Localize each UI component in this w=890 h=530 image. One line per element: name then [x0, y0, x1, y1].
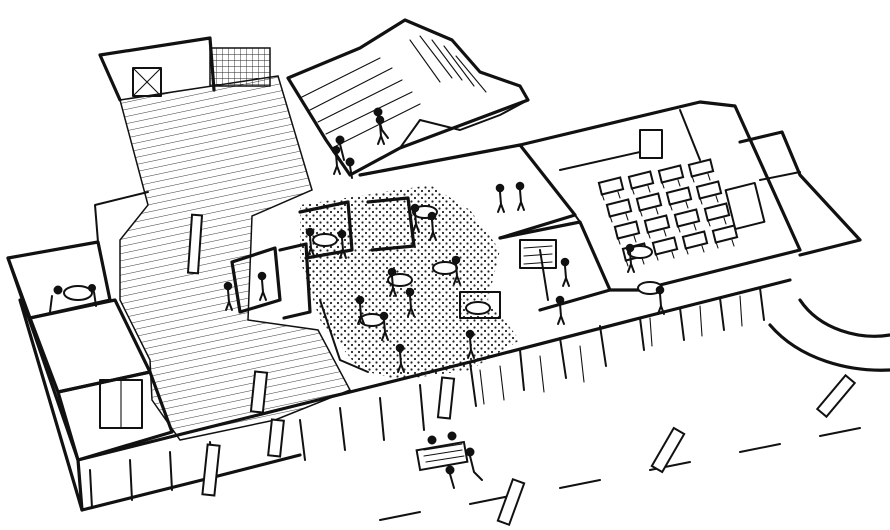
person-body — [497, 191, 505, 213]
desk-legs — [601, 191, 621, 201]
person-body — [657, 293, 665, 315]
classroom-desk — [605, 198, 633, 218]
desk-legs — [639, 207, 659, 217]
desk-legs — [669, 201, 689, 211]
desk-legs — [691, 173, 711, 183]
person-body — [429, 219, 437, 241]
right-wing — [738, 130, 890, 372]
classroom-desk — [711, 224, 739, 244]
person-body — [389, 275, 397, 297]
classroom-desk — [673, 208, 701, 228]
person-head — [555, 295, 565, 305]
person-head — [305, 227, 315, 237]
person-head — [331, 145, 341, 155]
person-body — [453, 263, 461, 285]
person-body — [339, 237, 347, 259]
desk-legs — [685, 245, 705, 255]
person-head — [495, 183, 505, 193]
person-body — [397, 351, 405, 373]
person-body — [627, 251, 635, 273]
person-body — [333, 153, 341, 175]
person-head — [625, 243, 635, 253]
person-head — [405, 287, 415, 297]
classroom-desk — [681, 230, 709, 250]
person-head — [223, 281, 233, 291]
person-body — [562, 265, 570, 287]
classroom-desk — [665, 186, 693, 206]
classroom-desk — [703, 202, 731, 222]
person-head — [451, 255, 461, 265]
classroom-desk — [643, 214, 671, 234]
person-body — [517, 189, 525, 211]
round-table — [312, 233, 338, 247]
person-head — [355, 295, 365, 305]
person-head — [337, 229, 347, 239]
lounge-walls — [230, 143, 612, 373]
person-head — [465, 329, 475, 339]
stairs-mezzanine — [98, 18, 530, 179]
person-head — [375, 115, 385, 125]
desk-legs — [677, 223, 697, 233]
desk-legs — [707, 217, 727, 227]
person-head — [560, 257, 570, 267]
person-head — [655, 285, 665, 295]
desk-legs — [655, 251, 675, 261]
desk-legs — [609, 213, 629, 223]
desk-legs — [617, 235, 637, 245]
classroom-desk — [597, 176, 625, 196]
classroom-desk — [651, 236, 679, 256]
round-table — [432, 261, 458, 275]
lounge-figures — [223, 115, 665, 373]
person-body — [225, 289, 233, 311]
classroom-desk — [695, 180, 723, 200]
person-body — [307, 235, 315, 257]
person-body — [412, 211, 420, 233]
person-body — [357, 303, 365, 325]
street — [379, 373, 861, 527]
classroom-desk — [613, 220, 641, 240]
person-head — [257, 271, 267, 281]
person-body — [467, 337, 475, 359]
person-head — [379, 311, 389, 321]
person-head — [387, 267, 397, 277]
desk-legs — [647, 229, 667, 239]
desk-legs — [661, 179, 681, 189]
person-head — [410, 203, 420, 213]
front-facade — [76, 213, 792, 512]
person-body — [557, 303, 565, 325]
person-body — [259, 279, 267, 301]
round-table — [465, 301, 491, 315]
person-body — [407, 295, 415, 317]
person-head — [395, 343, 405, 353]
left-side-rooms — [6, 191, 174, 512]
classroom-rows — [518, 100, 802, 292]
person-body — [381, 319, 389, 341]
desk-legs — [625, 257, 645, 267]
person-head — [515, 181, 525, 191]
desk-legs — [715, 239, 735, 249]
classroom-desk — [627, 170, 655, 190]
person-head — [427, 211, 437, 221]
desk-legs — [699, 195, 719, 205]
desk-legs — [631, 185, 651, 195]
classroom-desk — [657, 164, 685, 184]
person-body — [377, 123, 385, 145]
classroom-desk — [635, 192, 663, 212]
round-table — [387, 273, 413, 287]
classroom-desk — [687, 158, 715, 178]
